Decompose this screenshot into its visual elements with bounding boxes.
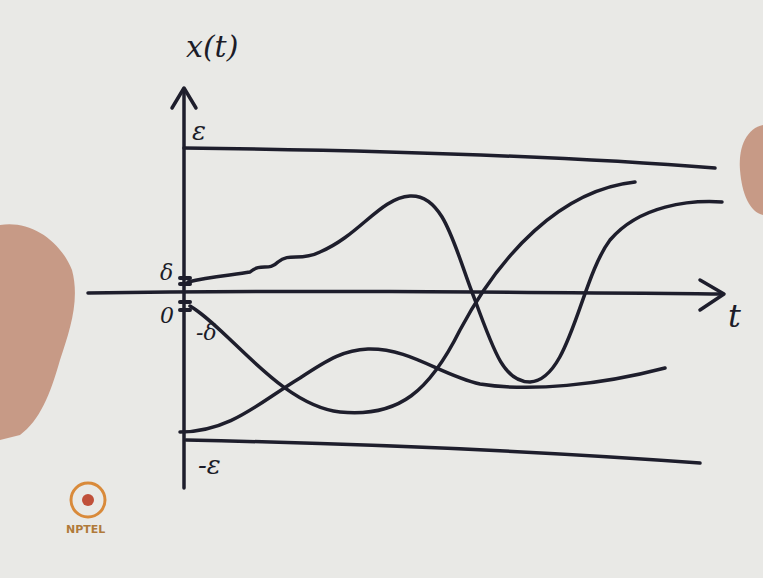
logo-ring — [71, 483, 105, 517]
trajectory-3 — [180, 349, 665, 432]
logo-text: NPTEL — [66, 524, 105, 535]
trajectory-1 — [188, 196, 722, 382]
axis-label: t — [728, 300, 741, 332]
hand-left — [0, 224, 75, 440]
axis-label: x(t) — [186, 32, 238, 62]
origin-label: 0 — [160, 305, 174, 327]
hand-right — [740, 125, 763, 215]
logo-center — [82, 494, 94, 506]
lower-bound — [186, 440, 700, 463]
t-axis — [88, 291, 722, 294]
upper-bound — [184, 148, 715, 168]
y-axis-arrow — [172, 88, 196, 108]
bound-label: -δ — [196, 322, 217, 344]
t-axis-arrow — [700, 280, 724, 310]
trajectory-2 — [190, 182, 635, 413]
bound-label: δ — [160, 262, 173, 284]
bound-label: ε — [192, 118, 206, 144]
bound-label: -ε — [198, 452, 221, 478]
